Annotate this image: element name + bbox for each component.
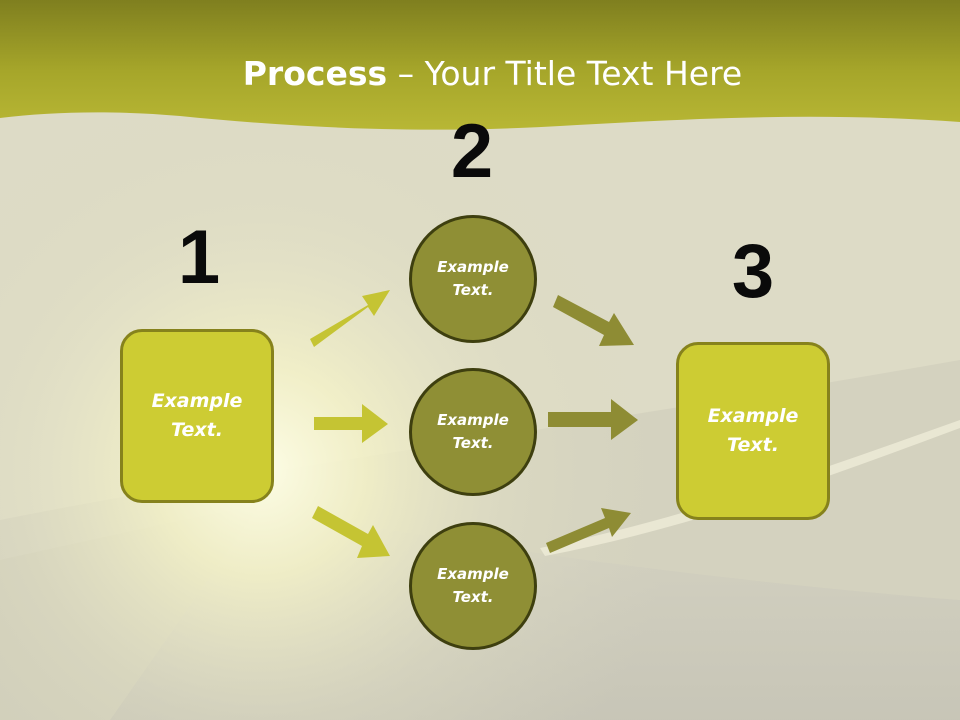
arrow-right-straight bbox=[548, 399, 638, 440]
arrow-right-up bbox=[546, 508, 631, 553]
step-number-2: 2 bbox=[450, 109, 494, 194]
circle-middle: Example Text. bbox=[409, 368, 537, 496]
left-process-box: Example Text. bbox=[120, 329, 274, 503]
step-number-1: 1 bbox=[177, 215, 221, 300]
right-box-text: Example Text. bbox=[707, 405, 799, 456]
circle-bottom-text: Example Text. bbox=[437, 565, 509, 606]
arrow-left-straight bbox=[314, 404, 388, 443]
circle-top: Example Text. bbox=[409, 215, 537, 343]
circle-bottom: Example Text. bbox=[409, 522, 537, 650]
step-number-3: 3 bbox=[731, 229, 775, 314]
arrow-right-down bbox=[553, 295, 634, 346]
circle-top-text: Example Text. bbox=[437, 258, 509, 299]
right-process-box: Example Text. bbox=[676, 342, 830, 520]
left-box-text: Example Text. bbox=[151, 390, 243, 441]
slide-title: Process – Your Title Text Here bbox=[0, 52, 960, 96]
circle-middle-text: Example Text. bbox=[437, 411, 509, 452]
arrow-left-down bbox=[312, 506, 390, 558]
title-rest: – Your Title Text Here bbox=[387, 54, 743, 93]
arrow-left-up bbox=[310, 290, 390, 347]
title-bold: Process bbox=[242, 54, 388, 93]
